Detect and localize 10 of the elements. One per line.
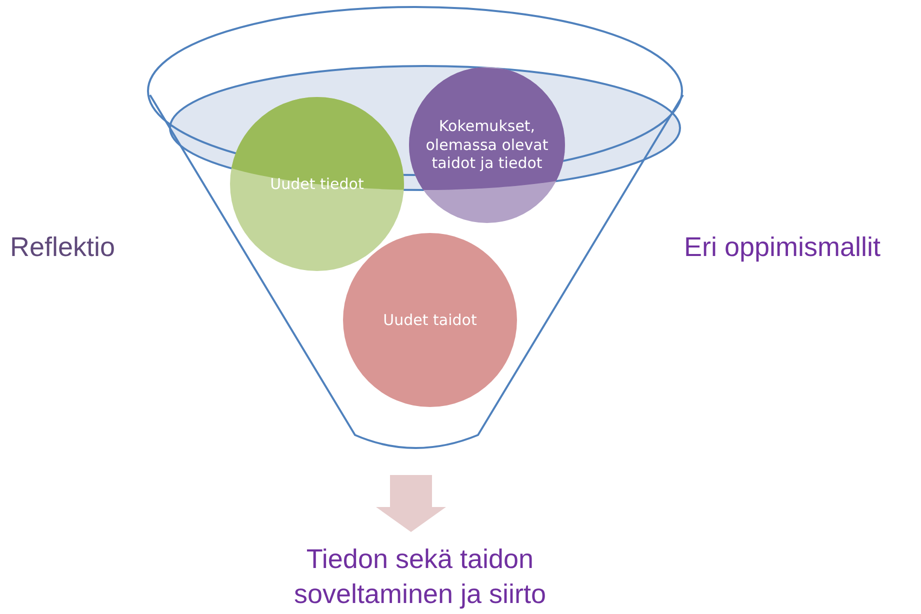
side-label: Eri oppimismallit xyxy=(684,232,881,263)
circle xyxy=(342,232,518,408)
side-label: Reflektio xyxy=(10,232,116,263)
result-text: Tiedon sekä taidon soveltaminen ja siirto xyxy=(292,543,548,612)
circle-label: Uudet taidot xyxy=(383,310,477,330)
circle xyxy=(229,96,405,272)
circle-label: Uudet tiedot xyxy=(270,174,364,194)
block-arrow xyxy=(376,475,446,532)
circle-label: Kokemukset, olemassa olevat taidot ja tiedot xyxy=(424,116,550,174)
circle xyxy=(408,66,566,224)
